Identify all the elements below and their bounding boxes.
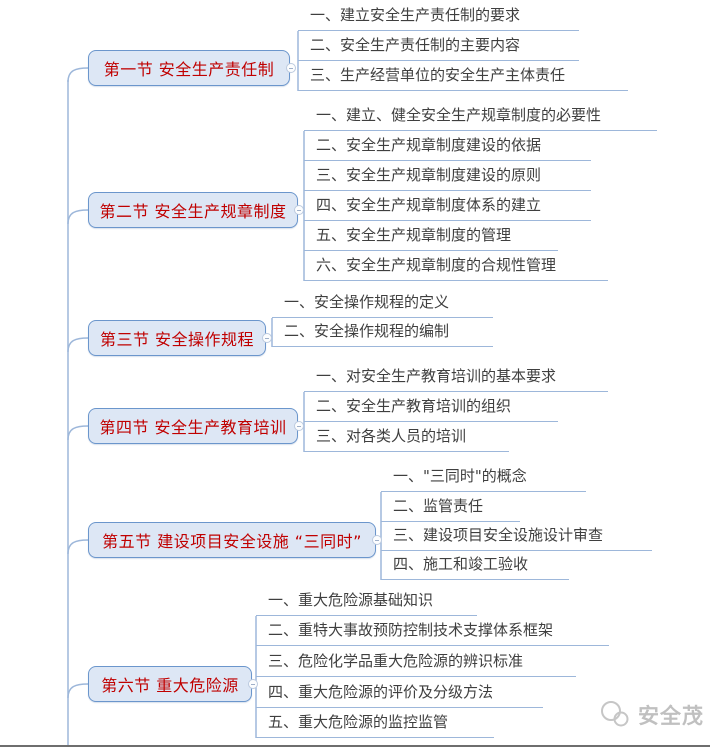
subtopic-row[interactable]: 二、监管责任 (381, 493, 520, 522)
bottom-divider (0, 745, 710, 747)
subtopic-row[interactable]: 三、生产经营单位的安全生产主体责任 (298, 62, 628, 91)
subtopic-row[interactable]: 二、安全操作规程的编制 (272, 318, 493, 347)
subtopic-row[interactable]: 一、重大危险源基础知识 (256, 587, 477, 616)
watermark-text: 安全茂 (638, 704, 704, 728)
subtopic-row[interactable]: 一、建立安全生产责任制的要求 (298, 2, 579, 31)
subtopic-row[interactable]: 二、安全生产责任制的主要内容 (298, 32, 579, 61)
section-label: 第六节 重大危险源 (101, 676, 239, 695)
subtopic-row[interactable]: 二、安全生产教育培训的组织 (304, 393, 558, 422)
subtopic-row[interactable]: 三、安全生产规章制度建设的原则 (304, 162, 591, 191)
collapse-minus-icon[interactable] (294, 421, 304, 431)
subtopic-row[interactable]: 五、重大危险源的监控监管 (256, 709, 494, 738)
subtopic-row[interactable]: 四、施工和竣工验收 (381, 551, 569, 580)
section-label: 第四节 安全生产教育培训 (99, 418, 287, 437)
subtopic-row[interactable]: 一、建立、健全安全生产规章制度的必要性 (304, 102, 657, 131)
subtopic-row[interactable]: 一、安全操作规程的定义 (272, 289, 493, 318)
subtopic-row[interactable]: 一、对安全生产教育培训的基本要求 (304, 363, 608, 392)
subtopic-row[interactable]: 四、重大危险源的评价及分级方法 (256, 679, 543, 708)
collapse-minus-icon[interactable] (262, 333, 272, 343)
section-node-3[interactable]: 第三节 安全操作规程 (88, 320, 272, 356)
section-node-5[interactable]: 第五节 建设项目安全设施 “三同时” (88, 522, 382, 558)
subtopic-row[interactable]: 三、建设项目安全设施设计审查 (381, 522, 652, 551)
subtopic-row[interactable]: 三、危险化学品重大危险源的辨识标准 (256, 648, 576, 677)
brand-bubbles-logo-icon (601, 701, 629, 727)
subtopic-row[interactable]: 二、重特大事故预防控制技术支撑体系框架 (256, 617, 609, 646)
watermark: 安全茂 (597, 697, 704, 733)
subtopic-row[interactable]: 六、安全生产规章制度的合规性管理 (304, 252, 608, 281)
section-label: 第五节 建设项目安全设施 “三同时” (102, 532, 362, 551)
section-node-4[interactable]: 第四节 安全生产教育培训 (88, 408, 304, 444)
collapse-minus-icon[interactable] (294, 205, 304, 215)
collapse-minus-icon[interactable] (372, 535, 382, 545)
section-node-2[interactable]: 第二节 安全生产规章制度 (88, 192, 304, 228)
subtopic-row[interactable]: 二、安全生产规章制度建设的依据 (304, 132, 591, 161)
section-label: 第三节 安全操作规程 (99, 330, 255, 349)
section-label: 第二节 安全生产规章制度 (99, 202, 287, 221)
collapse-minus-icon[interactable] (248, 679, 258, 689)
subtopic-row[interactable]: 五、安全生产规章制度的管理 (304, 222, 558, 251)
section-node-6[interactable]: 第六节 重大危险源 (88, 666, 258, 702)
section-label: 第一节 安全生产责任制 (103, 60, 275, 79)
collapse-minus-icon[interactable] (286, 63, 296, 73)
subtopic-row[interactable]: 一、"三同时"的概念 (381, 463, 586, 492)
subtopic-row[interactable]: 三、对各类人员的培训 (304, 423, 509, 452)
section-node-1[interactable]: 第一节 安全生产责任制 (88, 50, 296, 86)
subtopic-row[interactable]: 四、安全生产规章制度体系的建立 (304, 192, 591, 221)
